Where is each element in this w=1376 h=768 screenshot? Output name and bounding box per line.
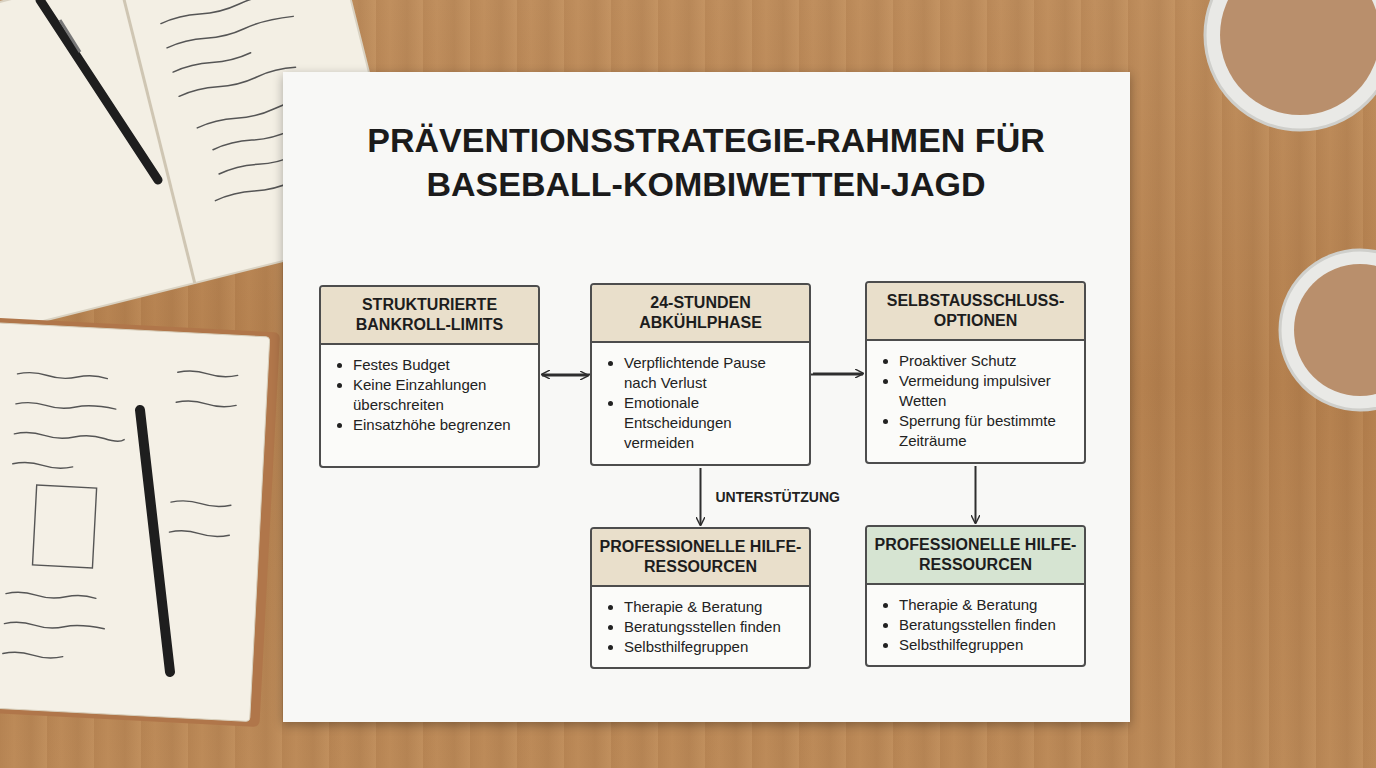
diagram-title: PRÄVENTIONSSTRATEGIE-RAHMEN FÜR BASEBALL…: [336, 118, 1076, 206]
bullet-item: Festes Budget: [353, 355, 528, 375]
box-heading: PROFESSIONELLE HILFE-RESSOURCEN: [592, 529, 809, 587]
bullet-item: Vermeidung impulsiver Wetten: [899, 371, 1074, 411]
bullet-item: Keine Einzahlungen überschreiten: [353, 375, 528, 415]
notebook: [0, 317, 280, 727]
bullet-item: Beratungsstellen finden: [624, 617, 799, 637]
bullet-item: Proaktiver Schutz: [899, 351, 1074, 371]
process-box: PROFESSIONELLE HILFE-RESSOURCENTherapie …: [865, 525, 1086, 667]
bullet-item: Einsatzhöhe begrenzen: [353, 415, 528, 435]
bullet-list: Proaktiver SchutzVermeidung impulsiver W…: [867, 341, 1084, 461]
edge-label: UNTERSTÜTZUNG: [713, 487, 843, 507]
pen-clip: [60, 20, 80, 52]
process-box: PROFESSIONELLE HILFE-RESSOURCENTherapie …: [590, 527, 811, 669]
box-heading: 24-STUNDEN ABKÜHLPHASE: [592, 285, 809, 343]
bullet-item: Emotionale Entscheidungen vermeiden: [624, 393, 799, 453]
coffee-cup: [1205, 0, 1376, 130]
pen: [40, 0, 158, 180]
bullet-list: Festes BudgetKeine Einzahlungen überschr…: [321, 345, 538, 445]
connector-arrow: [975, 466, 977, 523]
bullet-item: Beratungsstellen finden: [899, 615, 1074, 635]
bullet-item: Selbsthilfegruppen: [899, 635, 1074, 655]
box-heading: PROFESSIONELLE HILFE-RESSOURCEN: [867, 527, 1084, 585]
process-box: 24-STUNDEN ABKÜHLPHASEVerpflichtende Pau…: [590, 283, 811, 466]
coffee-cup: [1280, 250, 1376, 410]
bullet-item: Therapie & Beratung: [624, 597, 799, 617]
bullet-item: Selbsthilfegruppen: [624, 637, 799, 657]
bullet-item: Sperrung für bestimmte Zeiträume: [899, 411, 1074, 451]
bullet-list: Therapie & BeratungBeratungsstellen find…: [867, 585, 1084, 665]
bullet-item: Therapie & Beratung: [899, 595, 1074, 615]
process-box: STRUKTURIERTE BANKROLL-LIMITSFestes Budg…: [319, 285, 540, 468]
connector-arrow: [700, 468, 702, 525]
box-heading: STRUKTURIERTE BANKROLL-LIMITS: [321, 287, 538, 345]
pen: [140, 410, 170, 672]
process-box: SELBSTAUSSCHLUSS-OPTIONENProaktiver Schu…: [865, 281, 1086, 464]
box-heading: SELBSTAUSSCHLUSS-OPTIONEN: [867, 283, 1084, 341]
bullet-item: Verpflichtende Pause nach Verlust: [624, 353, 799, 393]
bullet-list: Therapie & BeratungBeratungsstellen find…: [592, 587, 809, 667]
bullet-list: Verpflichtende Pause nach VerlustEmotion…: [592, 343, 809, 463]
